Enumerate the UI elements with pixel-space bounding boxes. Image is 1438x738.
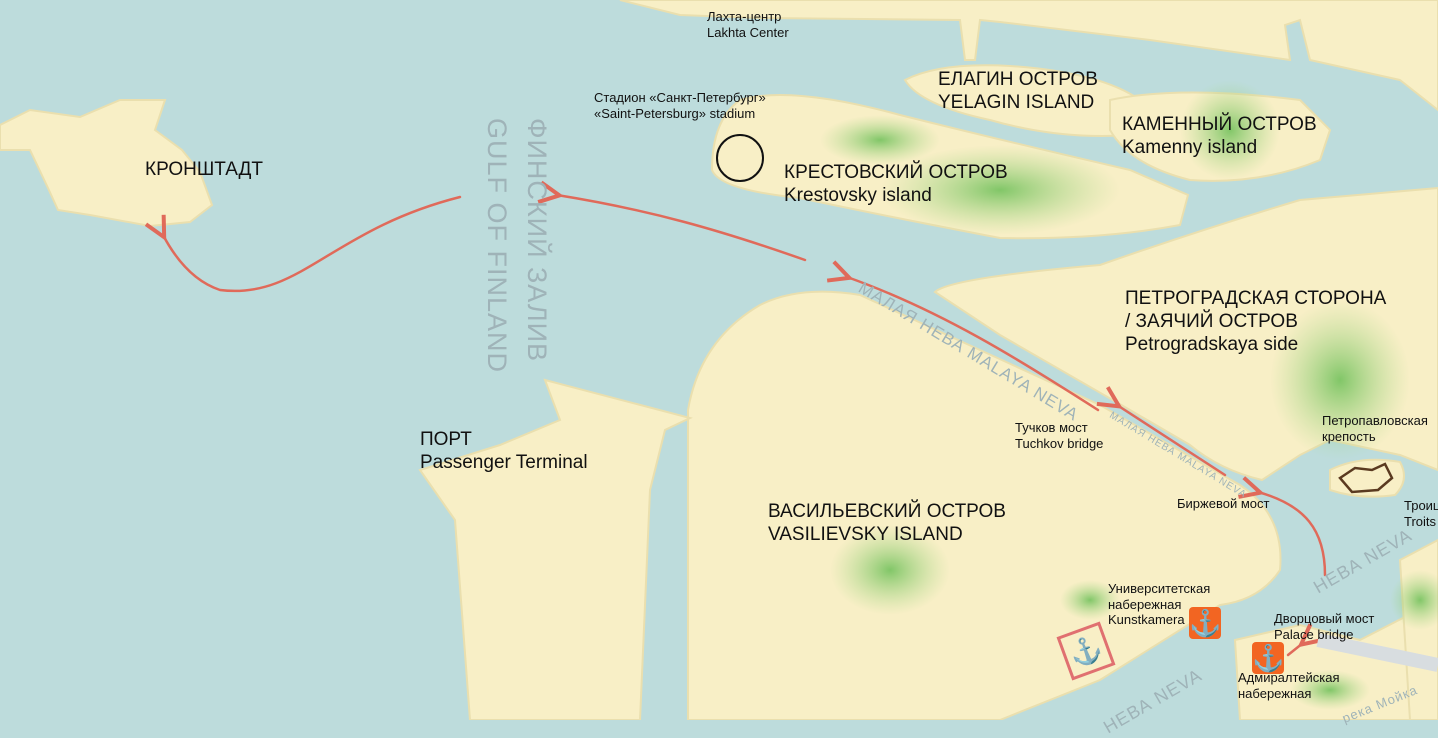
fortress-outline (1338, 462, 1394, 494)
land-vasilievsky (687, 290, 1282, 720)
gulf-label-en: GULF OF FINLAND (482, 118, 512, 374)
map-canvas (0, 0, 1438, 720)
cruise-route (163, 195, 1327, 657)
anchor-icon-kunstkamera[interactable]: ⚓ (1189, 607, 1222, 639)
land-port (418, 378, 693, 720)
parks (820, 80, 1438, 710)
palace-bridge (1316, 633, 1438, 672)
land-kronstadt (0, 99, 214, 228)
gulf-label-ru: ФИНСКИЙ ЗАЛИВ (522, 118, 552, 363)
anchor-icon-admiralty[interactable]: ⚓ (1252, 642, 1285, 674)
land-north (619, 0, 1438, 112)
stadium-circle (716, 134, 764, 182)
birzhevoy-bridge-label: Биржевой мост (1177, 496, 1270, 511)
kronstadt-label: КРОНШТАДТ (145, 159, 263, 180)
stadium-label: Стадион «Санкт-Петербург»«Saint-Petersbu… (594, 90, 766, 121)
